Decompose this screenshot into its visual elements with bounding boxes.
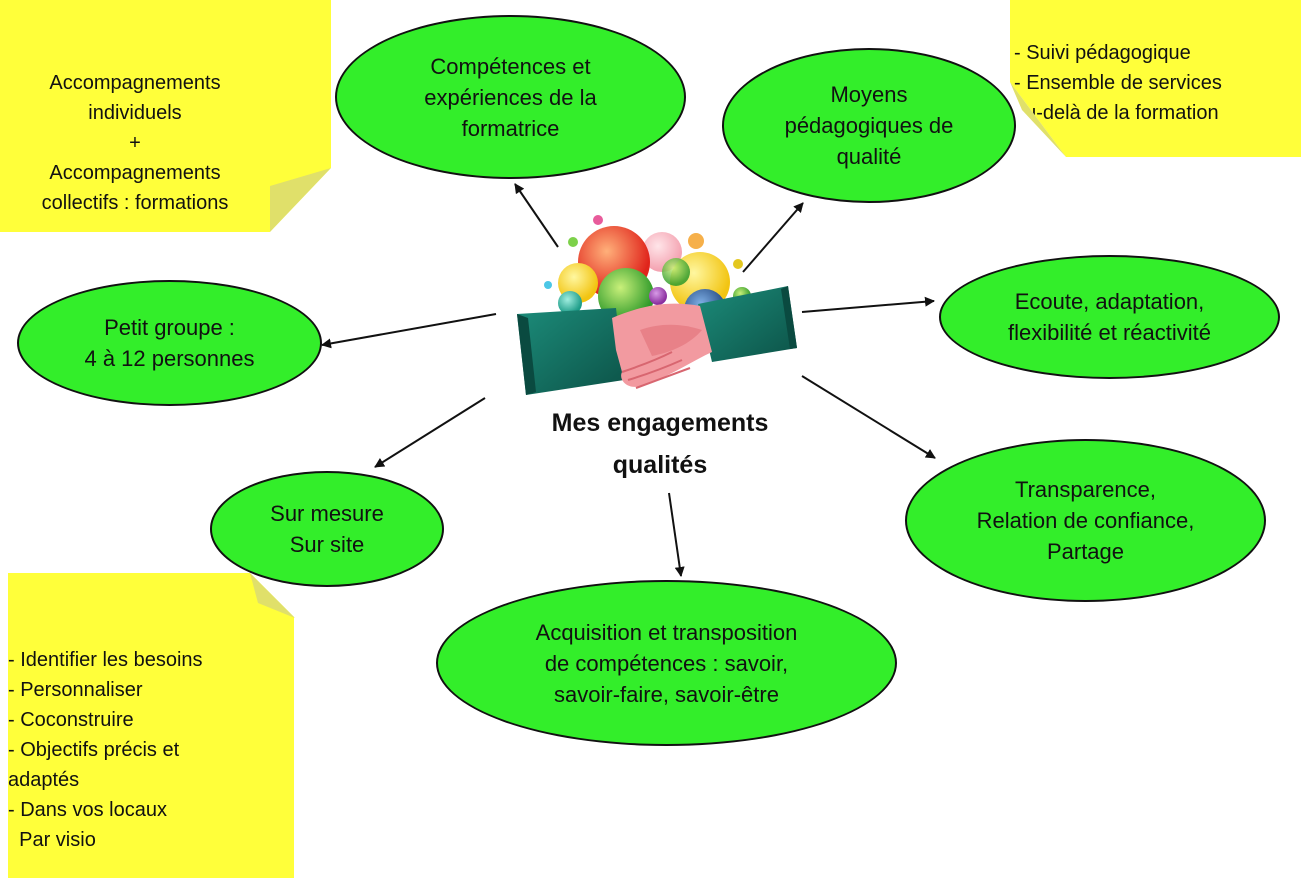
- note-suivi: - Suivi pédagogique - Ensemble de servic…: [1010, 0, 1301, 157]
- note-besoins: - Identifier les besoins - Personnaliser…: [8, 573, 294, 878]
- node-competences-text: Compétences et expériences de la formatr…: [424, 53, 597, 141]
- arrow-to-moyens: [742, 202, 804, 273]
- note-besoins-text: - Identifier les besoins - Personnaliser…: [8, 649, 203, 851]
- arrow-to-sur-mesure: [374, 397, 486, 468]
- node-moyens-text: Moyens pédagogiques de qualité: [784, 82, 954, 169]
- note-fold-icon: [270, 168, 331, 232]
- arrow-to-petit-groupe: [321, 313, 497, 349]
- arrow-to-transparence: [801, 375, 936, 459]
- node-acquisition: Acquisition et transposition de compéten…: [436, 580, 897, 746]
- node-ecoute: Ecoute, adaptation, flexibilité et réact…: [939, 255, 1280, 379]
- center-title: Mes engagements qualités: [551, 409, 769, 479]
- node-acquisition-text: Acquisition et transposition de compéten…: [535, 619, 798, 707]
- note-fold-icon: [250, 573, 295, 618]
- handshake-with-bubbles-icon: [517, 215, 797, 395]
- note-fold-icon: [1010, 82, 1066, 157]
- arrow-to-ecoute: [801, 296, 935, 313]
- node-competences: Compétences et expériences de la formatr…: [335, 15, 686, 179]
- node-transparence: Transparence, Relation de confiance, Par…: [905, 439, 1266, 602]
- arrow-to-acquisition: [668, 492, 685, 577]
- node-ecoute-text: Ecoute, adaptation, flexibilité et réact…: [1008, 289, 1211, 345]
- node-sur-mesure-text: Sur mesure Sur site: [270, 501, 384, 557]
- note-accompagnements-text: Accompagnements individuels + Accompagne…: [41, 72, 229, 214]
- node-moyens: Moyens pédagogiques de qualité: [722, 48, 1016, 203]
- node-petit-groupe-text: Petit groupe : 4 à 12 personnes: [84, 315, 255, 371]
- node-petit-groupe: Petit groupe : 4 à 12 personnes: [17, 280, 322, 406]
- node-sur-mesure: Sur mesure Sur site: [210, 471, 444, 587]
- node-transparence-text: Transparence, Relation de confiance, Par…: [976, 477, 1195, 564]
- arrow-to-competences: [514, 183, 559, 248]
